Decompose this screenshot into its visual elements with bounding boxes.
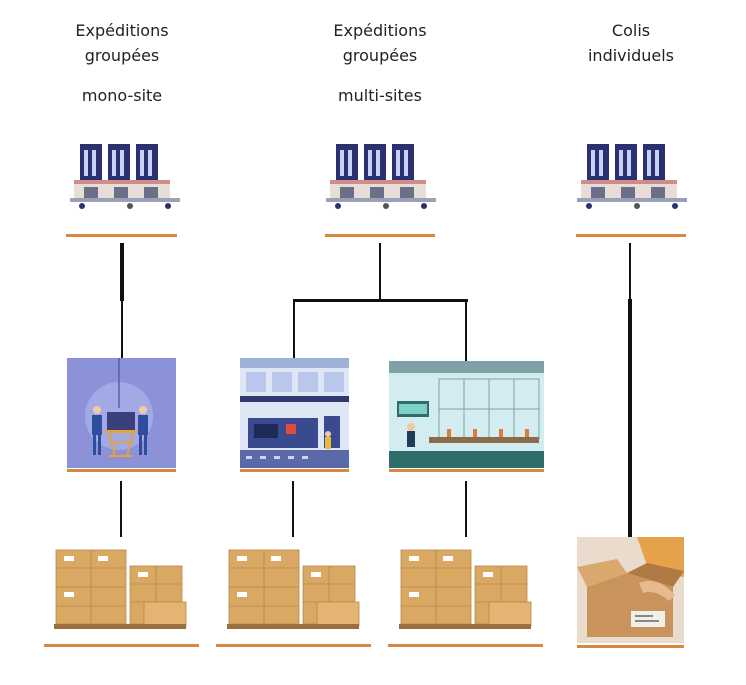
column-2-title: Expéditions groupées <box>310 18 450 68</box>
connector-line <box>465 481 467 537</box>
column-1-subtitle: mono-site <box>81 86 163 105</box>
warehouse-building-icon <box>70 140 180 212</box>
divider-bar <box>66 234 177 237</box>
column-1-title: Expéditions groupées <box>52 18 192 68</box>
connector-line <box>629 243 631 299</box>
connector-line <box>628 299 632 537</box>
column-3-title-line2: individuels <box>587 46 675 65</box>
divider-bar <box>216 644 371 647</box>
factory-illustration <box>240 358 349 468</box>
warehouse-building-icon <box>577 140 687 212</box>
connector-line <box>465 300 467 361</box>
column-2-title-line1: Expéditions <box>333 21 427 40</box>
cardboard-boxes-pallet <box>395 548 535 632</box>
factory-illustration <box>67 358 176 468</box>
divider-bar <box>389 469 544 472</box>
connector-line <box>120 481 122 537</box>
cardboard-boxes-pallet <box>50 548 190 632</box>
column-1-title-line2: groupées <box>84 46 160 65</box>
divider-bar <box>576 234 686 237</box>
divider-bar <box>67 469 176 472</box>
cardboard-boxes-pallet <box>223 548 363 632</box>
divider-bar <box>577 645 684 648</box>
connector-line <box>121 301 123 358</box>
connector-line <box>120 243 124 301</box>
divider-bar <box>388 644 543 647</box>
connector-line <box>293 300 295 358</box>
connector-line <box>292 481 294 537</box>
divider-bar <box>325 234 435 237</box>
divider-bar <box>44 644 199 647</box>
connector-line <box>379 243 381 300</box>
connector-line <box>293 299 468 302</box>
warehouse-building-icon <box>326 140 436 212</box>
column-3-title-line1: Colis <box>611 21 651 40</box>
open-parcel-photo <box>577 537 684 643</box>
factory-illustration <box>389 361 544 468</box>
column-3-title: Colis individuels <box>561 18 701 68</box>
column-1-title-line1: Expéditions <box>75 21 169 40</box>
column-2-title-line2: groupées <box>342 46 418 65</box>
divider-bar <box>240 469 349 472</box>
column-2-subtitle: multi-sites <box>338 86 422 105</box>
